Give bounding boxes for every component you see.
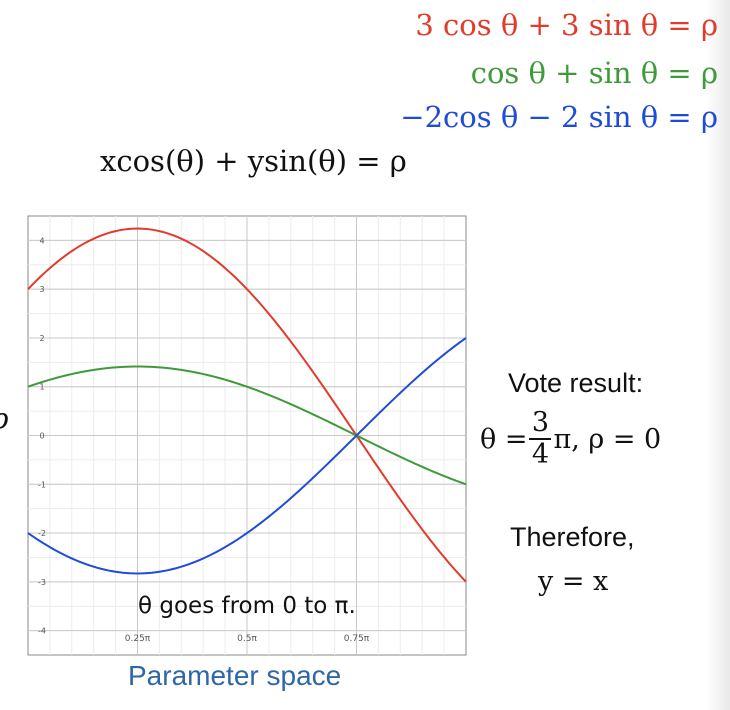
y-tick-label: -3 xyxy=(38,578,46,587)
fraction-bar xyxy=(529,438,552,440)
x-tick-label: 0.75π xyxy=(344,634,370,644)
blue-equation: −2cos θ − 2 sin θ = ρ xyxy=(400,100,718,134)
y-tick-label: -2 xyxy=(38,529,46,538)
vote-lhs: θ = xyxy=(480,423,528,455)
series-line-2 xyxy=(27,337,467,575)
x-tick-label: 0.25π xyxy=(125,634,151,644)
parameter-space-title: Parameter space xyxy=(128,660,342,691)
rho-axis-label: ρ xyxy=(0,402,8,435)
fraction-numerator: 3 xyxy=(531,407,550,438)
therefore-label: Therefore, xyxy=(510,522,635,552)
y-tick-label: 1 xyxy=(39,383,44,392)
red-equation: 3 cos θ + 3 sin θ = ρ xyxy=(415,8,718,42)
x-tick-label: 0.5π xyxy=(237,634,257,644)
y-tick-label: 4 xyxy=(39,236,44,245)
slide-edge-shadow xyxy=(706,0,730,710)
green-equation: cos θ + sin θ = ρ xyxy=(470,56,718,90)
theta-range-note: θ goes from 0 to π. xyxy=(138,593,356,619)
y-tick-label: 0 xyxy=(39,432,44,441)
hough-equation: xcos(θ) + ysin(θ) = ρ xyxy=(100,144,407,178)
line-conclusion: y = x xyxy=(538,566,609,597)
y-tick-label: 3 xyxy=(39,285,44,294)
vote-result-equation: θ = 3 4 π, ρ = 0 xyxy=(480,408,661,470)
vote-rhs: π, ρ = 0 xyxy=(553,423,662,455)
series-line-0 xyxy=(27,227,467,583)
y-tick-label: -1 xyxy=(38,480,46,489)
y-tick-label: 2 xyxy=(39,334,44,343)
series-line-1 xyxy=(27,365,467,486)
fraction-denominator: 4 xyxy=(531,439,550,470)
three-quarters-fraction: 3 4 xyxy=(529,407,552,470)
vote-result-title: Vote result: xyxy=(508,368,644,398)
y-tick-label: -4 xyxy=(38,627,46,636)
